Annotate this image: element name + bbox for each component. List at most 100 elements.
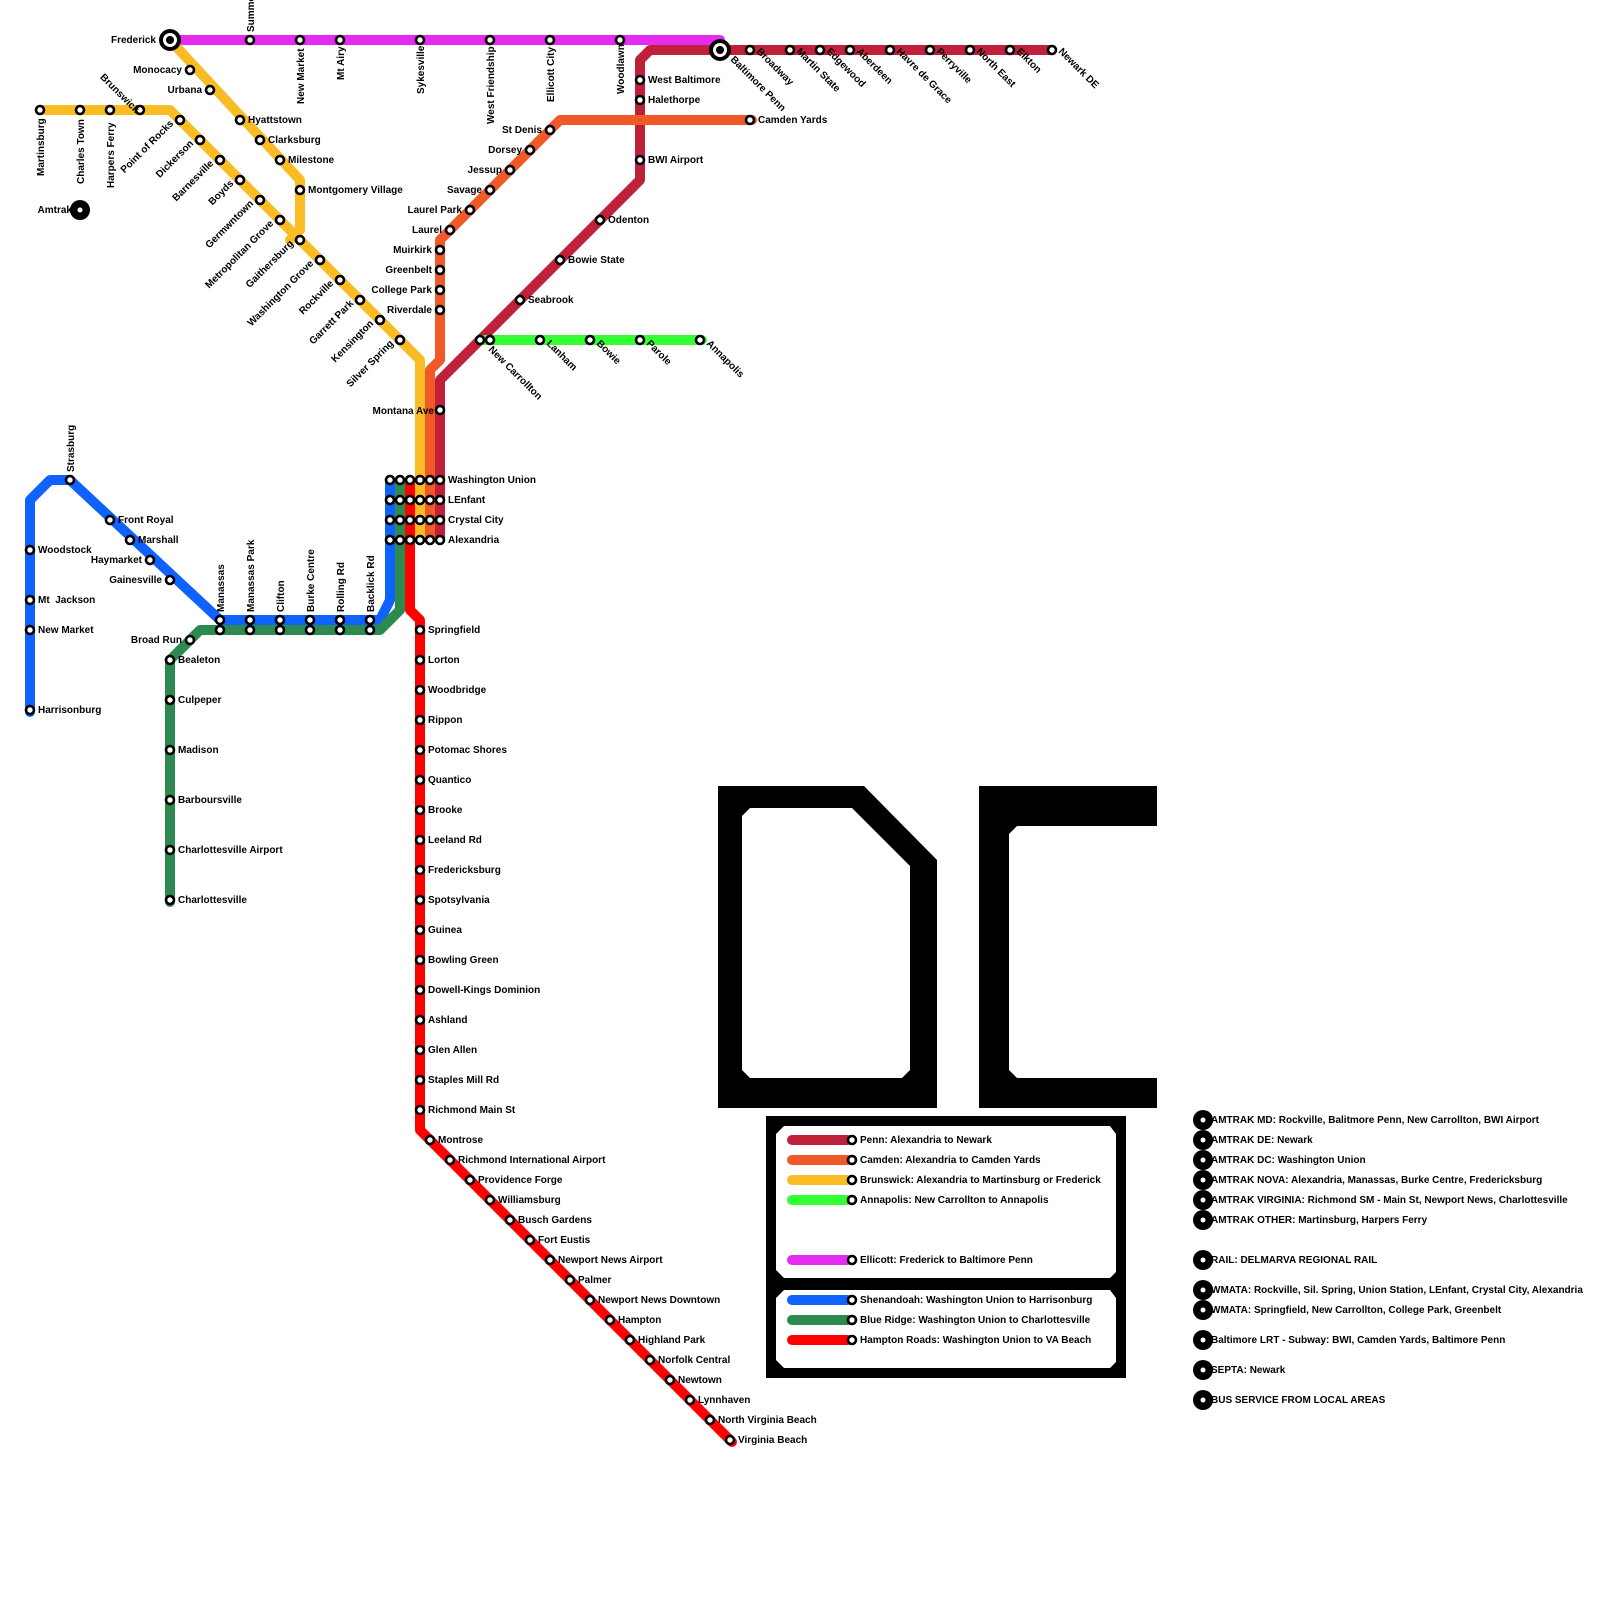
station-core[interactable] [386,476,394,484]
station-ellicott-city[interactable] [546,36,554,44]
station-burke-centre-a[interactable] [306,616,314,624]
station-perryville[interactable] [926,46,934,54]
station-core[interactable] [406,476,414,484]
station-milestone[interactable] [276,156,284,164]
station-ashland[interactable] [416,1016,424,1024]
station-core[interactable] [396,536,404,544]
station-manassas-b[interactable] [216,626,224,634]
station-rockville[interactable] [336,276,344,284]
station-havre-de-grace[interactable] [886,46,894,54]
station-core[interactable] [386,536,394,544]
station-core[interactable] [426,516,434,524]
station-aberdeen[interactable] [846,46,854,54]
station-montgomery-village[interactable] [296,186,304,194]
station-new-market-md[interactable] [296,36,304,44]
station-harpers-ferry[interactable] [106,106,114,114]
station-martinsburg[interactable] [36,106,44,114]
station-barboursville[interactable] [166,796,174,804]
station-west-baltimore[interactable] [636,76,644,84]
station-metropolitan-grove[interactable] [276,216,284,224]
station-harrisonburg[interactable] [26,706,34,714]
station-madison[interactable] [166,746,174,754]
station-richmond-main-st[interactable] [416,1106,424,1114]
station-bowie[interactable] [586,336,594,344]
station-core[interactable] [406,496,414,504]
station-mt-airy[interactable] [336,36,344,44]
station-germantown[interactable] [256,196,264,204]
station-manassas-park-a[interactable] [246,616,254,624]
station-clifton-a[interactable] [276,616,284,624]
station-seabrook[interactable] [516,296,524,304]
station-lenfant[interactable] [436,496,444,504]
station-virginia-beach[interactable] [726,1436,734,1444]
station-front-royal[interactable] [106,516,114,524]
station-core[interactable] [426,536,434,544]
station-silver-spring[interactable] [396,336,404,344]
station-west-friendship[interactable] [486,36,494,44]
station-charles-town[interactable] [76,106,84,114]
station-bowling-green[interactable] [416,956,424,964]
station-clifton-b[interactable] [276,626,284,634]
station-hyattstown[interactable] [236,116,244,124]
station-charlottesville[interactable] [166,896,174,904]
station-newport-news-airport[interactable] [546,1256,554,1264]
station-broad-run[interactable] [186,636,194,644]
interchange-frederick[interactable] [159,29,181,51]
station-core[interactable] [396,516,404,524]
station-brooke[interactable] [416,806,424,814]
station-garrett-park[interactable] [356,296,364,304]
station-core[interactable] [426,496,434,504]
station-norfolk-central[interactable] [646,1356,654,1364]
station-camden-yards[interactable] [746,116,754,124]
station-leeland-rd[interactable] [416,836,424,844]
station-mt-jackson[interactable] [26,596,34,604]
station-washington-union[interactable] [436,476,444,484]
station-dickerson[interactable] [196,136,204,144]
station-marshall[interactable] [126,536,134,544]
station-busch-gardens[interactable] [506,1216,514,1224]
station-odenton[interactable] [596,216,604,224]
station-hampton[interactable] [606,1316,614,1324]
station-core[interactable] [396,476,404,484]
station-rolling-rd-a[interactable] [336,616,344,624]
station-strasburg[interactable] [66,476,74,484]
station-core[interactable] [386,496,394,504]
station-dowell-kings-dominion[interactable] [416,986,424,994]
interchange-amtrak[interactable] [70,200,90,220]
station-crystal-city[interactable] [436,516,444,524]
station-laurel-park[interactable] [466,206,474,214]
station-point-of-rocks[interactable] [176,116,184,124]
interchange-baltimore-penn[interactable] [709,39,731,61]
station-core[interactable] [406,536,414,544]
station-martin-state[interactable] [786,46,794,54]
station-new-market-va[interactable] [26,626,34,634]
station-new-carrollton-a[interactable] [476,336,484,344]
station-core[interactable] [416,516,424,524]
station-muirkirk[interactable] [436,246,444,254]
station-montrose[interactable] [426,1136,434,1144]
station-fort-eustis[interactable] [526,1236,534,1244]
station-manassas-park-b[interactable] [246,626,254,634]
station-core[interactable] [416,496,424,504]
station-highland-park[interactable] [626,1336,634,1344]
station-providence-forge[interactable] [466,1176,474,1184]
station-culpeper[interactable] [166,696,174,704]
station-gaithersburg[interactable] [296,236,304,244]
station-st-denis[interactable] [546,126,554,134]
station-williamsburg[interactable] [486,1196,494,1204]
station-core[interactable] [386,516,394,524]
station-core[interactable] [406,516,414,524]
station-newtown[interactable] [666,1376,674,1384]
station-boyds[interactable] [236,176,244,184]
station-montana-ave[interactable] [436,406,444,414]
station-charlottesville-airport[interactable] [166,846,174,854]
station-backlick-rd-b[interactable] [366,626,374,634]
station-burke-centre-b[interactable] [306,626,314,634]
station-glen-allen[interactable] [416,1046,424,1054]
station-potomac-shores[interactable] [416,746,424,754]
station-annapolis[interactable] [696,336,704,344]
station-woodstock[interactable] [26,546,34,554]
station-urbana[interactable] [206,86,214,94]
station-lorton[interactable] [416,656,424,664]
station-broadway[interactable] [746,46,754,54]
